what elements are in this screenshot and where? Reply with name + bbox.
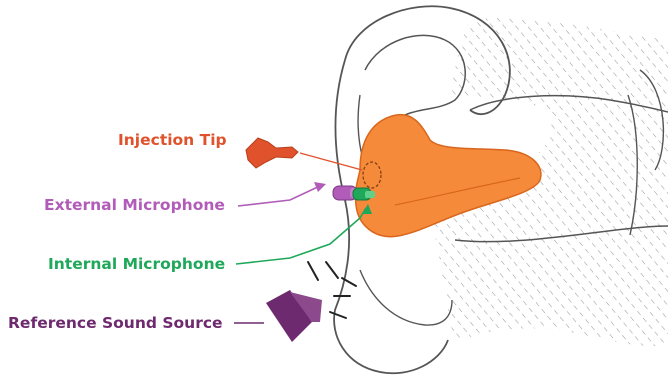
reference-sound-source-label: Reference Sound Source: [8, 314, 223, 332]
lobule-outline: [360, 270, 452, 325]
external-microphone-arrowhead: [314, 182, 326, 192]
injection-tip-icon: [246, 138, 298, 168]
antihelix-outline: [365, 35, 465, 115]
internal-microphone-leader: [236, 208, 366, 264]
injection-tip-label: Injection Tip: [118, 131, 227, 149]
speaker-icon: [266, 290, 322, 342]
external-microphone-label: External Microphone: [44, 196, 225, 214]
external-microphone-leader: [238, 185, 322, 206]
injection-tip-leader: [300, 153, 362, 170]
internal-microphone-label: Internal Microphone: [48, 255, 225, 273]
